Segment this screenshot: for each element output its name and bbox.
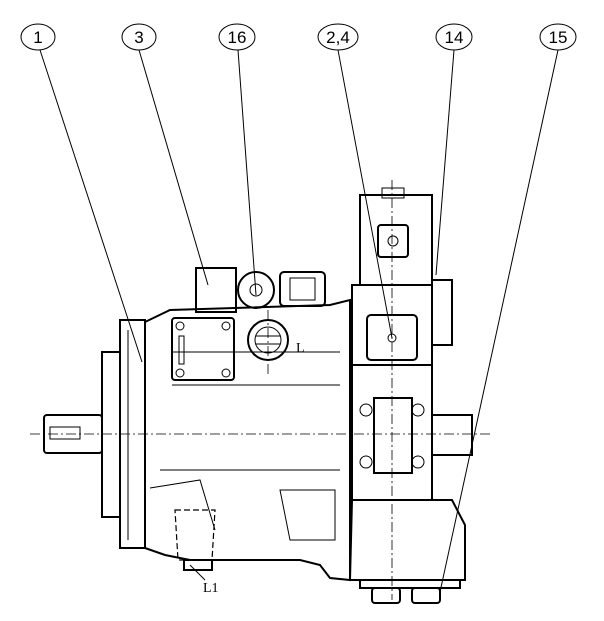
callout-14: 14	[435, 23, 473, 276]
pump-housing	[144, 298, 351, 582]
callout-3: 3	[121, 23, 209, 286]
cover-plate	[171, 317, 235, 381]
callout-2-4: 2,4	[317, 23, 393, 339]
port-label-l: L	[296, 341, 305, 356]
callout-15: 15	[439, 23, 577, 593]
callout-1: 1	[20, 23, 143, 363]
callout-label: 3	[134, 28, 143, 47]
callout-label: 1	[33, 28, 42, 47]
port-block	[348, 499, 466, 604]
drive-shaft	[30, 414, 490, 454]
callout-label: 15	[549, 28, 568, 47]
callout-label: 16	[228, 28, 247, 47]
callout-label: 14	[445, 28, 464, 47]
regulator-block	[351, 180, 453, 600]
valve-plate	[351, 364, 473, 501]
callout-16: 16	[218, 23, 257, 296]
callout-label: 2,4	[326, 28, 350, 47]
port-label-l1: L1	[203, 581, 219, 596]
control-valve	[195, 267, 326, 375]
